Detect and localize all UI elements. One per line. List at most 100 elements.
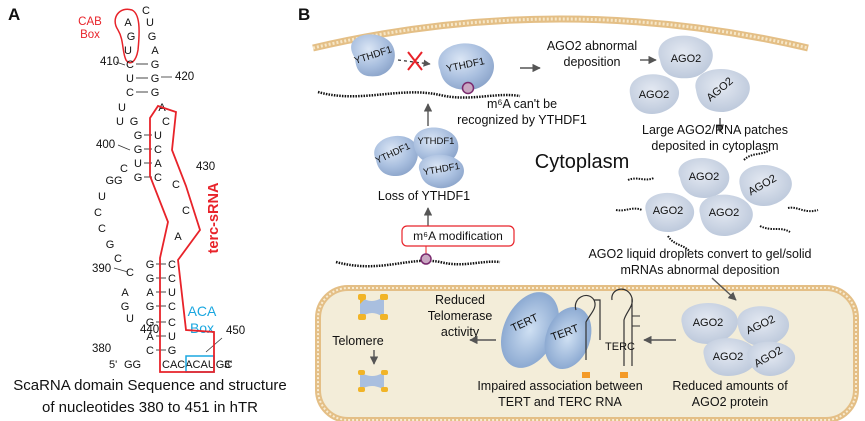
svg-text:G: G bbox=[146, 301, 155, 313]
svg-text:G: G bbox=[121, 301, 130, 313]
three-prime: 3' bbox=[224, 359, 232, 371]
ago2-rna-patches: AGO2 AGO2 AGO2 AGO2 bbox=[615, 149, 819, 253]
svg-text:C: C bbox=[146, 345, 154, 357]
svg-text:A: A bbox=[146, 287, 154, 299]
svg-text:AGO2: AGO2 bbox=[709, 207, 740, 219]
panel-a-letter: A bbox=[8, 5, 20, 24]
svg-text:YTHDF1: YTHDF1 bbox=[418, 136, 455, 147]
svg-text:U: U bbox=[118, 102, 126, 114]
m6a-cant-1: m⁶A can't be bbox=[487, 97, 557, 111]
svg-text:AGO2: AGO2 bbox=[713, 351, 744, 363]
svg-text:C: C bbox=[182, 205, 190, 217]
svg-text:G: G bbox=[146, 317, 155, 329]
liquid-droplets-2: mRNAs abnormal deposition bbox=[620, 263, 779, 277]
ago2-abnormal-1: AGO2 abnormal bbox=[547, 39, 637, 53]
telomere-label: Telomere bbox=[332, 334, 383, 348]
svg-text:G: G bbox=[151, 59, 160, 71]
hairpin-top-loop: A G U C U G A bbox=[124, 5, 159, 57]
svg-text:C: C bbox=[120, 163, 128, 175]
caption-line-1: ScaRNA domain Sequence and structure bbox=[13, 377, 287, 394]
reduced-telomerase-1: Reduced bbox=[435, 293, 485, 307]
cab-box-outline bbox=[114, 8, 140, 64]
svg-text:C: C bbox=[154, 172, 162, 184]
svg-text:C: C bbox=[168, 273, 176, 285]
svg-text:G: G bbox=[146, 259, 155, 271]
svg-text:AGO2: AGO2 bbox=[671, 53, 702, 65]
impaired-2: TERT and TERC RNA bbox=[498, 395, 622, 409]
pos-450: 450 bbox=[226, 325, 245, 337]
terc-srna-label: terc-sRNA bbox=[206, 182, 222, 253]
svg-text:C: C bbox=[168, 259, 176, 271]
terc-srna-outline bbox=[149, 104, 215, 373]
svg-text:A: A bbox=[146, 331, 154, 343]
rna-strand-top bbox=[317, 90, 521, 99]
m6a-cant-2: recognized by YTHDF1 bbox=[457, 113, 587, 127]
svg-text:G: G bbox=[134, 144, 143, 156]
reduced-ago2-1: Reduced amounts of bbox=[672, 379, 788, 393]
svg-text:U: U bbox=[124, 45, 132, 57]
svg-text:A: A bbox=[121, 287, 129, 299]
svg-text:G: G bbox=[148, 31, 157, 43]
ago2-cluster-top: AGO2 AGO2 AGO2 bbox=[629, 35, 750, 114]
chromosome-bottom bbox=[358, 370, 388, 392]
pos-400: 400 bbox=[96, 139, 115, 151]
svg-text:GG: GG bbox=[105, 175, 122, 187]
cab-label-2: Box bbox=[80, 29, 100, 41]
ago2-cluster-bottom: AGO2 AGO2 AGO2 AGO2 bbox=[681, 302, 796, 376]
ythdf1-cluster: YTHDF1 YTHDF1 YTHDF1 bbox=[374, 127, 464, 189]
svg-text:U: U bbox=[134, 158, 142, 170]
svg-text:AGO2: AGO2 bbox=[639, 89, 670, 101]
svg-text:G: G bbox=[168, 345, 177, 357]
cytoplasm-label: Cytoplasm bbox=[535, 151, 629, 173]
caption-line-2: of nucleotides 380 to 451 in hTR bbox=[42, 399, 258, 416]
reduced-ago2-2: AGO2 protein bbox=[692, 395, 768, 409]
svg-text:C: C bbox=[114, 253, 122, 265]
liquid-droplets-1: AGO2 liquid droplets convert to gel/soli… bbox=[588, 247, 811, 261]
pos-420: 420 bbox=[175, 71, 194, 83]
svg-text:U: U bbox=[168, 331, 176, 343]
svg-text:U: U bbox=[126, 313, 134, 325]
svg-text:G: G bbox=[134, 130, 143, 142]
svg-text:AGO2: AGO2 bbox=[653, 205, 684, 217]
impaired-1: Impaired association between bbox=[477, 379, 642, 393]
reduced-telomerase-2: Telomerase bbox=[428, 309, 493, 323]
svg-text:U: U bbox=[98, 191, 106, 203]
ythdf1-top-left: YTHDF1 YTHDF1 bbox=[351, 34, 495, 95]
tert-terc-complex: TERT TERT TERC bbox=[500, 288, 640, 378]
svg-text:C: C bbox=[94, 207, 102, 219]
m6a-modification-label: m⁶A modification bbox=[413, 229, 503, 243]
svg-text:U: U bbox=[154, 130, 162, 142]
svg-text:G: G bbox=[151, 87, 160, 99]
svg-text:U: U bbox=[146, 17, 154, 29]
cab-label-1: CAB bbox=[78, 16, 102, 28]
svg-text:G: G bbox=[106, 239, 115, 251]
pos-410: 410 bbox=[100, 56, 119, 68]
pos-430: 430 bbox=[196, 161, 215, 173]
rna-strand-mid bbox=[335, 259, 501, 268]
svg-text:G: G bbox=[127, 31, 136, 43]
svg-text:C: C bbox=[126, 267, 134, 279]
svg-text:C: C bbox=[126, 59, 134, 71]
reduced-telomerase-3: activity bbox=[441, 325, 480, 339]
internal-loop: C GG U C C G C C C C A bbox=[94, 163, 190, 279]
svg-text:C: C bbox=[162, 116, 170, 128]
chromosome-top bbox=[358, 294, 388, 320]
loss-ythdf1: Loss of YTHDF1 bbox=[378, 189, 470, 203]
large-patches-2: deposited in cytoplasm bbox=[651, 139, 778, 153]
svg-text:U: U bbox=[126, 73, 134, 85]
large-patches-1: Large AGO2/RNA patches bbox=[642, 123, 788, 137]
bottom-left-seq: GG bbox=[124, 359, 141, 371]
svg-text:C: C bbox=[154, 144, 162, 156]
aca-label-2: Box bbox=[190, 320, 214, 336]
svg-text:G: G bbox=[130, 116, 139, 128]
panel-b-letter: B bbox=[298, 5, 310, 24]
svg-text:TERC: TERC bbox=[605, 341, 635, 353]
bottom-right-seq: CACACAUGC bbox=[162, 359, 232, 371]
internal-bulge: U U A C bbox=[116, 102, 170, 128]
svg-text:AGO2: AGO2 bbox=[693, 317, 724, 329]
svg-text:A: A bbox=[124, 17, 132, 29]
svg-text:A: A bbox=[151, 45, 159, 57]
svg-text:C: C bbox=[172, 179, 180, 191]
